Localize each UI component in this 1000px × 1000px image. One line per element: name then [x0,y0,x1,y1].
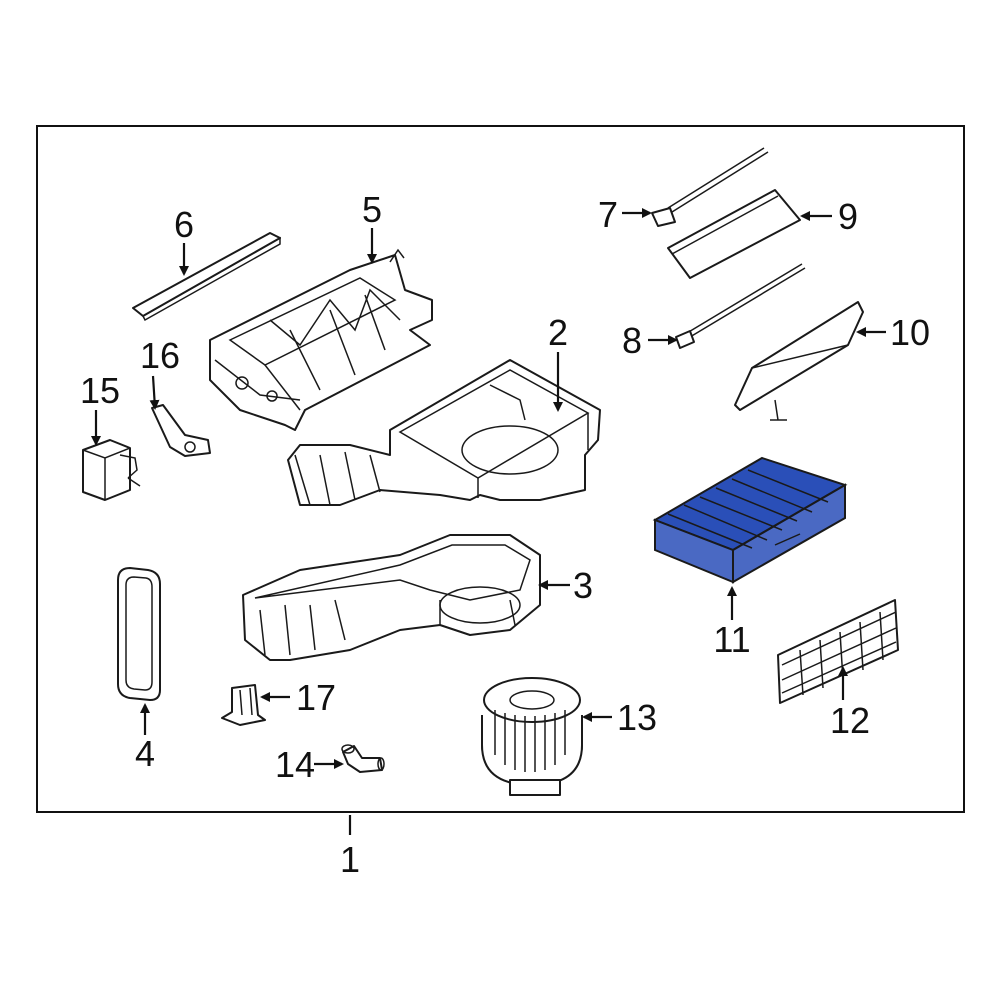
part-5-upper-housing[interactable] [209,248,433,431]
part-14-hose-fitting[interactable] [341,744,385,773]
callout-11: 11 [713,619,750,660]
callout-10: 10 [890,312,930,353]
callout-12: 12 [830,700,870,741]
callout-3: 3 [573,565,593,606]
callout-5: 5 [362,189,382,230]
part-2-blower-upper-case[interactable] [287,359,601,506]
diagram-frame [36,125,965,813]
part-12-grille[interactable] [777,599,899,704]
part-6-filter-strip[interactable] [132,232,281,322]
callout-13: 13 [617,697,657,738]
part-10-filter-panel[interactable] [734,301,864,411]
callout-14: 14 [275,744,315,785]
part-10-screw [770,399,787,421]
part-3-lower-case[interactable] [242,534,541,661]
callout-4: 4 [135,733,155,774]
callout-9: 9 [838,196,858,237]
callout-1: 1 [340,839,360,880]
part-15-control-module[interactable] [82,439,141,501]
callout-15: 15 [80,370,120,411]
callout-8: 8 [622,320,642,361]
part-4-gasket-seal[interactable] [117,567,161,701]
callout-labels: 1 2 3 4 5 6 7 8 9 10 11 12 13 14 15 16 1… [80,189,930,880]
callout-16: 16 [140,335,180,376]
part-11-cabin-air-filter[interactable] [652,456,848,584]
callout-2: 2 [548,312,568,353]
part-7-rod-grommet[interactable] [651,147,769,227]
callout-6: 6 [174,204,194,245]
callout-7: 7 [598,194,618,235]
part-17-clip[interactable] [221,684,266,726]
part-16-bracket[interactable] [151,404,211,457]
part-8-rod-cap[interactable] [675,263,806,349]
part-13-blower-motor[interactable] [481,677,583,796]
leader-lines [91,208,886,835]
callout-17: 17 [296,677,336,718]
part-9-filter-panel[interactable] [667,189,801,279]
